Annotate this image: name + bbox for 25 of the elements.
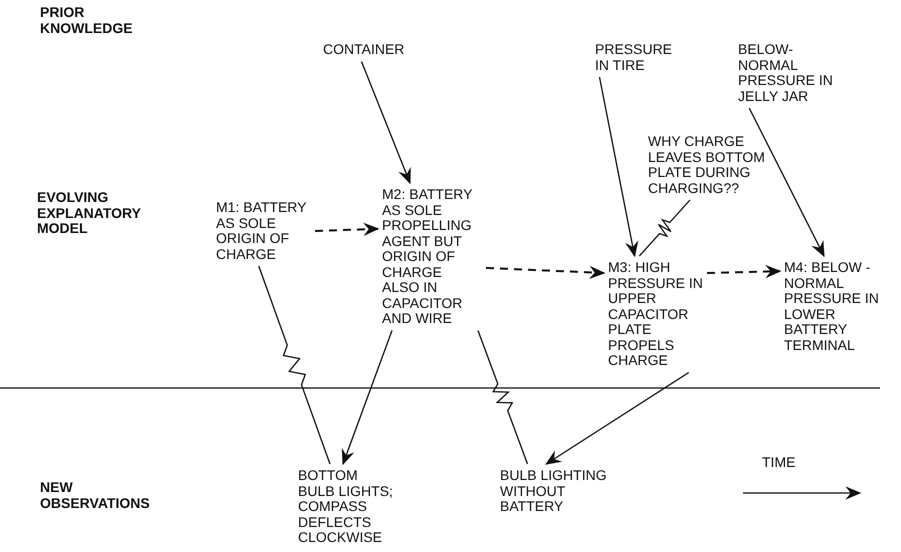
observation-text: BOTTOM BULB LIGHTS; COMPASS DEFLECTS CLOCKWISE xyxy=(298,468,398,546)
question-text: WHY CHARGE LEAVES BOTTOM PLATE DURING CHARGING?? xyxy=(648,134,788,196)
dashed-arrow xyxy=(314,222,380,236)
arrow xyxy=(748,108,825,258)
arrow xyxy=(545,372,690,465)
prior-knowledge-text: CONTAINER xyxy=(323,42,433,58)
row-label: NEW OBSERVATIONS xyxy=(40,480,151,511)
prior-knowledge-text: PRESSURE IN TIRE xyxy=(595,42,685,73)
row-label: PRIOR KNOWLEDGE xyxy=(40,5,134,36)
dashed-arrow xyxy=(486,266,606,280)
model-text: M3: HIGH PRESSURE IN UPPER CAPACITOR PLATE PROPELS CHARGE xyxy=(608,260,703,368)
zigzag-line xyxy=(638,200,690,256)
model-text: M1: BATTERY AS SOLE ORIGIN OF CHARGE xyxy=(216,200,311,262)
row-label: EVOLVING EXPLANATORY MODEL xyxy=(37,190,142,236)
prior-knowledge-text: BELOW-NORMAL PRESSURE IN JELLY JAR xyxy=(738,42,850,104)
arrow xyxy=(360,61,411,184)
model-text: M2: BATTERY AS SOLE PROPELLING AGENT BUT ORIGIN OF CHARGE ALSO IN CAPACITOR AND WIRE xyxy=(382,187,482,326)
zigzag-line xyxy=(258,266,331,464)
dashed-arrow xyxy=(706,264,782,278)
arrow xyxy=(342,330,393,466)
zigzag-line xyxy=(477,330,528,464)
axis-label: TIME xyxy=(762,455,796,470)
model-text: M4: BELOW - NORMAL PRESSURE IN LOWER BATTERY TERMINAL xyxy=(784,260,884,353)
arrow xyxy=(598,76,638,258)
observation-text: BULB LIGHTING WITHOUT BATTERY xyxy=(500,468,610,514)
